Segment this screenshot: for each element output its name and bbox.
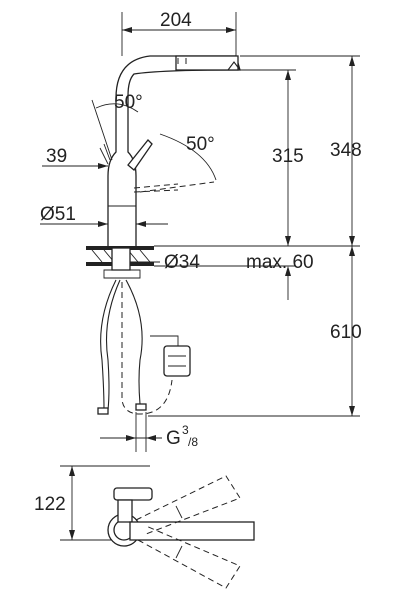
spout-height-arrow-top <box>285 70 291 80</box>
diameter-arrow-right <box>136 221 146 227</box>
handle-left-guide <box>99 143 111 165</box>
weight-detail <box>168 355 186 367</box>
spout-head <box>175 55 239 71</box>
plan-spout <box>129 521 255 541</box>
countertop-hatch <box>91 249 151 263</box>
reach-arrow-right <box>226 27 236 33</box>
lever-swing-dashed <box>133 181 215 193</box>
hose-length-arrow-bottom <box>349 406 355 416</box>
hose-right <box>125 279 143 405</box>
dim-spout-reach: 204 <box>160 10 192 31</box>
dim-swivel-right: 50° <box>186 134 215 155</box>
dim-connection-den: /8 <box>188 435 198 449</box>
hose-weight <box>163 345 191 377</box>
plan-swivel-lower <box>137 525 241 589</box>
diameter-arrow-left <box>98 221 108 227</box>
spout-nozzle <box>227 61 241 71</box>
mounting-shank <box>111 247 131 271</box>
counter-thickness-arrow <box>285 266 291 276</box>
supply-hoses <box>97 279 191 415</box>
plan-swivel-tick-1 <box>175 505 183 519</box>
pullout-hose <box>121 282 173 415</box>
plan-depth-arrow-top <box>69 466 75 476</box>
dim-max-counter: max. 60 <box>246 252 314 273</box>
faucet-plan-view <box>60 465 255 589</box>
plan-lever-stem <box>117 499 133 523</box>
dim-spout-height: 315 <box>272 146 304 167</box>
handle-arrow <box>98 163 108 169</box>
hose-left-fitting <box>97 407 109 415</box>
weight-connector <box>150 335 179 346</box>
dim-total-height: 348 <box>330 140 362 161</box>
dim-handle-height: 39 <box>46 146 67 167</box>
faucet-body <box>107 55 241 249</box>
reach-arrow-left <box>122 27 132 33</box>
plan-depth-arrow-bottom <box>69 530 75 540</box>
hose-length-arrow-top <box>349 246 355 256</box>
dim-hole-diameter: Ø34 <box>164 252 200 273</box>
dim-connection-g: G <box>166 428 181 449</box>
dim-hose-length: 610 <box>330 322 362 343</box>
mount-nut <box>103 269 141 279</box>
countertop <box>86 246 154 279</box>
total-height-arrow-bottom <box>349 236 355 246</box>
dimension-labels: 204 50° 50° 39 Ø51 315 348 Ø34 max. 60 6… <box>34 10 362 515</box>
hose-right-fitting <box>135 403 147 411</box>
plan-lever <box>113 487 153 501</box>
lever-handle <box>127 139 153 171</box>
spout-height-arrow-bottom <box>285 236 291 246</box>
hose-left-inner <box>106 279 121 411</box>
connection-arrow-right <box>146 435 156 441</box>
dim-swivel-left: 50° <box>114 92 143 113</box>
spout-pullout-outline <box>177 58 187 68</box>
total-height-arrow-top <box>349 56 355 66</box>
dim-connection-num: 3 <box>182 423 189 437</box>
swivel-arc-right <box>159 133 217 181</box>
faucet-side-view <box>99 55 241 249</box>
connection-arrow-left <box>126 435 136 441</box>
dim-plan-depth: 122 <box>34 494 66 515</box>
dimension-lines <box>40 12 360 452</box>
swivel-left-guide <box>91 99 113 161</box>
swivel-arc-left <box>95 103 139 113</box>
hose-left <box>100 279 117 411</box>
plan-swivel-tick-2 <box>175 545 183 559</box>
plan-swivel-upper <box>135 475 241 535</box>
dim-body-diameter: Ø51 <box>40 204 76 225</box>
